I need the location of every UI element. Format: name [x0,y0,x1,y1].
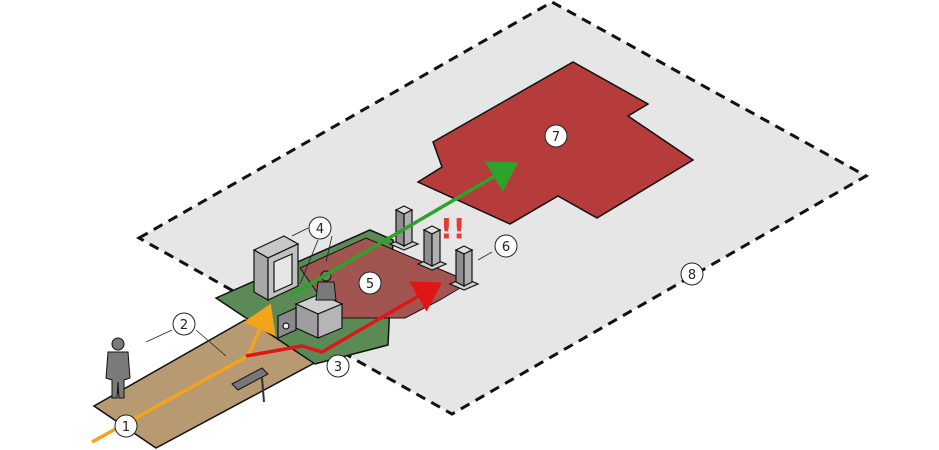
callout-8: 8 [680,262,704,286]
callout-5: 5 [358,271,382,295]
callout-2: 2 [172,312,196,336]
svg-text:5: 5 [366,277,374,292]
callout-4: 4 [308,216,332,240]
callout-1: 1 [114,414,138,438]
svg-text:1: 1 [122,420,130,435]
cleared-arrow [289,161,519,298]
bollard [416,225,448,271]
denied-arrow [245,281,443,358]
callout-7: 7 [544,124,568,148]
bollard-row [388,205,480,291]
callout-leaders [145,227,493,357]
callout-3: 3 [326,354,350,378]
svg-text:8: 8 [688,268,696,283]
walkthrough-gate [252,235,300,302]
bollard [448,245,480,291]
svg-text:2: 2 [180,318,188,333]
svg-text:4: 4 [316,222,324,237]
svg-text:3: 3 [334,360,342,375]
guard-figure [105,337,131,399]
camera-device [231,367,269,403]
svg-text:6: 6 [502,240,510,255]
bollard [388,205,420,251]
svg-text:7: 7 [552,130,560,145]
alert-mark: !! [440,212,466,245]
callout-6: 6 [494,234,518,258]
